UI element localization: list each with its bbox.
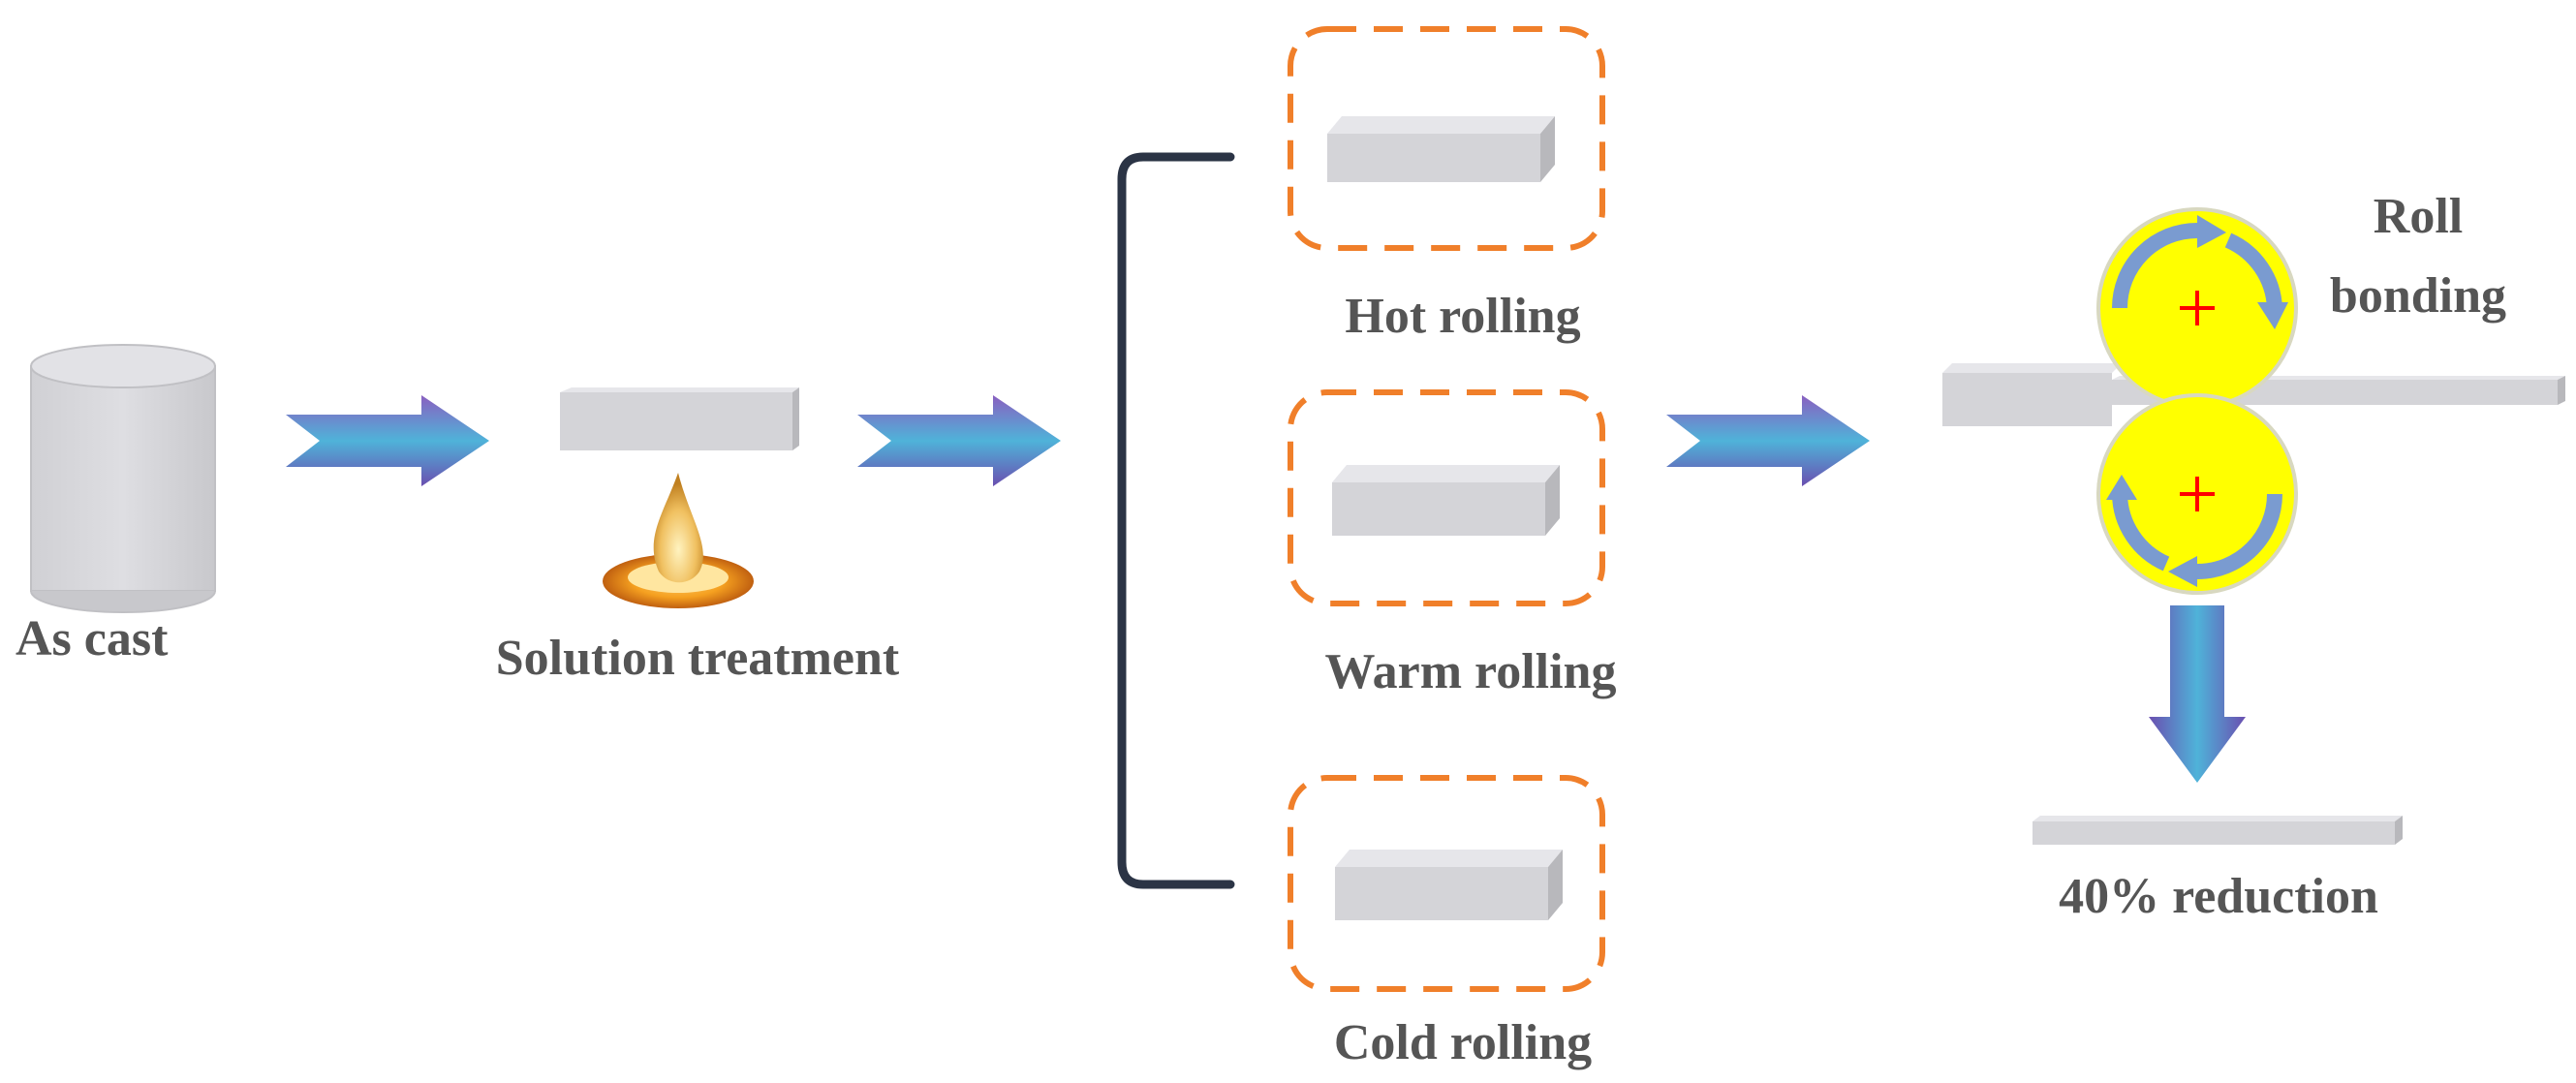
cold-rolling-block	[1335, 850, 1563, 920]
warm-rolling-frame	[1288, 389, 1605, 606]
rolling-options-bracket	[1117, 152, 1235, 889]
warm-rolling-label: Warm rolling	[1325, 644, 1617, 699]
roller-icon	[2096, 393, 2298, 595]
roller-center-mark	[2180, 477, 2215, 511]
reduced-sheet	[2033, 816, 2403, 845]
roller-center-mark	[2180, 291, 2215, 325]
hot-rolling-label: Hot rolling	[1345, 289, 1580, 344]
warm-rolling-block	[1332, 465, 1560, 536]
cold-rolling-frame	[1288, 775, 1605, 992]
flame-icon	[603, 473, 754, 608]
roll-bonding-label-line1: Roll	[2374, 189, 2463, 244]
reduction-label: 40% reduction	[2059, 869, 2378, 924]
process-arrow-icon	[857, 395, 1061, 486]
hot-rolling-frame	[1288, 26, 1605, 251]
solution-treatment-label: Solution treatment	[496, 631, 900, 686]
hot-rolling-block	[1327, 116, 1555, 182]
roller-icon	[2096, 207, 2298, 409]
solution-block	[560, 387, 799, 450]
cold-rolling-label: Cold rolling	[1334, 1015, 1592, 1070]
process-arrow-icon	[2149, 605, 2246, 783]
roll-bonding-label-line2: bonding	[2330, 268, 2506, 324]
process-arrow-icon	[1666, 395, 1870, 486]
as-cast-label: As cast	[16, 611, 169, 666]
process-arrow-icon	[286, 395, 489, 486]
cast-cylinder-icon	[30, 344, 216, 613]
